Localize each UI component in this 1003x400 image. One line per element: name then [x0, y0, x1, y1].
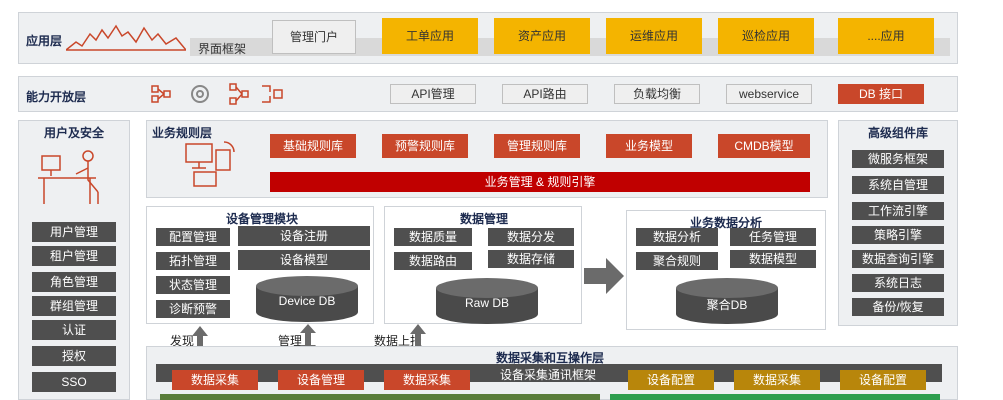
device-left-2[interactable]: 拓扑管理: [156, 252, 230, 270]
collection-title: 数据采集和互操作层: [496, 351, 605, 365]
agg-db-top: [676, 278, 778, 298]
app-layer-label: 应用层: [26, 34, 63, 48]
device-left-3[interactable]: 状态管理: [156, 276, 230, 294]
data-mgmt-title: 数据管理: [460, 212, 509, 226]
cap-box-2[interactable]: API路由: [502, 84, 588, 104]
user-item-6[interactable]: 授权: [32, 346, 116, 366]
adv-item-7[interactable]: 备份/恢复: [852, 298, 944, 316]
rule-engine-bar[interactable]: 业务管理 & 规则引擎: [270, 172, 810, 192]
rule-lib-4[interactable]: 业务模型: [606, 134, 692, 158]
device-left-1[interactable]: 配置管理: [156, 228, 230, 246]
collection-bottom-strip-left: [160, 394, 600, 400]
device-right-1[interactable]: 设备注册: [238, 226, 370, 246]
business-rules-title: 业务规则层: [152, 126, 213, 140]
frame-label: 界面框架: [198, 42, 247, 56]
capability-layer-label: 能力开放层: [26, 90, 87, 104]
data-item-3[interactable]: 数据路由: [394, 252, 472, 270]
user-item-2[interactable]: 租户管理: [32, 246, 116, 266]
adv-item-2[interactable]: 系统自管理: [852, 176, 944, 194]
biz-item-3[interactable]: 聚合规则: [636, 252, 718, 270]
agg-db: 聚合DB: [676, 278, 778, 328]
app-box-4[interactable]: 巡检应用: [718, 18, 814, 54]
device-db-top: [256, 276, 358, 296]
biz-data-title: 业务数据分析: [690, 216, 763, 230]
app-box-2[interactable]: 资产应用: [494, 18, 590, 54]
capability-icons: [151, 83, 283, 105]
data-item-4[interactable]: 数据存储: [488, 250, 574, 268]
device-db-label: Device DB: [278, 294, 336, 308]
adv-item-4[interactable]: 策略引擎: [852, 226, 944, 244]
coll-right-2[interactable]: 数据采集: [734, 370, 820, 390]
cap-box-4[interactable]: webservice: [726, 84, 812, 104]
flow-label-discover: 发现: [170, 334, 195, 348]
app-box-1[interactable]: 工单应用: [382, 18, 478, 54]
raw-db: Raw DB: [436, 278, 538, 328]
coll-left-1[interactable]: 数据采集: [172, 370, 258, 390]
raw-db-top: [436, 278, 538, 298]
coll-left-3[interactable]: 数据采集: [384, 370, 470, 390]
device-left-4[interactable]: 诊断预警: [156, 300, 230, 318]
data-item-1[interactable]: 数据质量: [394, 228, 472, 246]
cap-box-5[interactable]: DB 接口: [838, 84, 924, 104]
devices-icon: [185, 141, 235, 187]
coll-right-3[interactable]: 设备配置: [840, 370, 926, 390]
data-item-2[interactable]: 数据分发: [488, 228, 574, 246]
arrow-up-icon-2: [410, 324, 426, 354]
agg-db-label: 聚合DB: [706, 298, 748, 312]
user-item-3[interactable]: 角色管理: [32, 272, 116, 292]
user-item-7[interactable]: SSO: [32, 372, 116, 392]
user-item-5[interactable]: 认证: [32, 320, 116, 340]
biz-item-4[interactable]: 数据模型: [730, 250, 816, 268]
rule-lib-3[interactable]: 管理规则库: [494, 134, 580, 158]
rule-lib-2[interactable]: 预警规则库: [382, 134, 468, 158]
adv-item-3[interactable]: 工作流引擎: [852, 202, 944, 220]
adv-item-6[interactable]: 系统日志: [852, 274, 944, 292]
device-db: Device DB: [256, 276, 358, 326]
biz-item-1[interactable]: 数据分析: [636, 228, 718, 246]
coll-right-1[interactable]: 设备配置: [628, 370, 714, 390]
arrow-up-icon: [192, 326, 208, 354]
adv-item-1[interactable]: 微服务框架: [852, 150, 944, 168]
adv-item-5[interactable]: 数据查询引擎: [852, 250, 944, 268]
user-security-title: 用户及安全: [44, 126, 105, 140]
device-mgmt-title: 设备管理模块: [226, 212, 299, 226]
device-right-2[interactable]: 设备模型: [238, 250, 370, 270]
collection-bottom-strip-right: [610, 394, 940, 400]
city-skyline-icon: [66, 24, 186, 51]
flow-label-manage: 管理: [278, 334, 303, 348]
flow-arrow-icon: [584, 258, 624, 294]
portal-box[interactable]: 管理门户: [272, 20, 356, 54]
raw-db-label: Raw DB: [464, 296, 509, 310]
user-item-4[interactable]: 群组管理: [32, 296, 116, 316]
coll-left-2[interactable]: 设备管理: [278, 370, 364, 390]
rule-lib-5[interactable]: CMDB模型: [718, 134, 810, 158]
app-box-3[interactable]: 运维应用: [606, 18, 702, 54]
collection-framework-label: 设备采集通讯框架: [500, 368, 597, 382]
user-item-1[interactable]: 用户管理: [32, 222, 116, 242]
cap-box-3[interactable]: 负载均衡: [614, 84, 700, 104]
rule-lib-1[interactable]: 基础规则库: [270, 134, 356, 158]
biz-item-2[interactable]: 任务管理: [730, 228, 816, 246]
advanced-title: 高级组件库: [868, 126, 929, 140]
person-desk-icon: [38, 150, 99, 204]
app-box-5[interactable]: ....应用: [838, 18, 934, 54]
cap-box-1[interactable]: API管理: [390, 84, 476, 104]
flow-label-report: 数据上报: [374, 334, 423, 348]
